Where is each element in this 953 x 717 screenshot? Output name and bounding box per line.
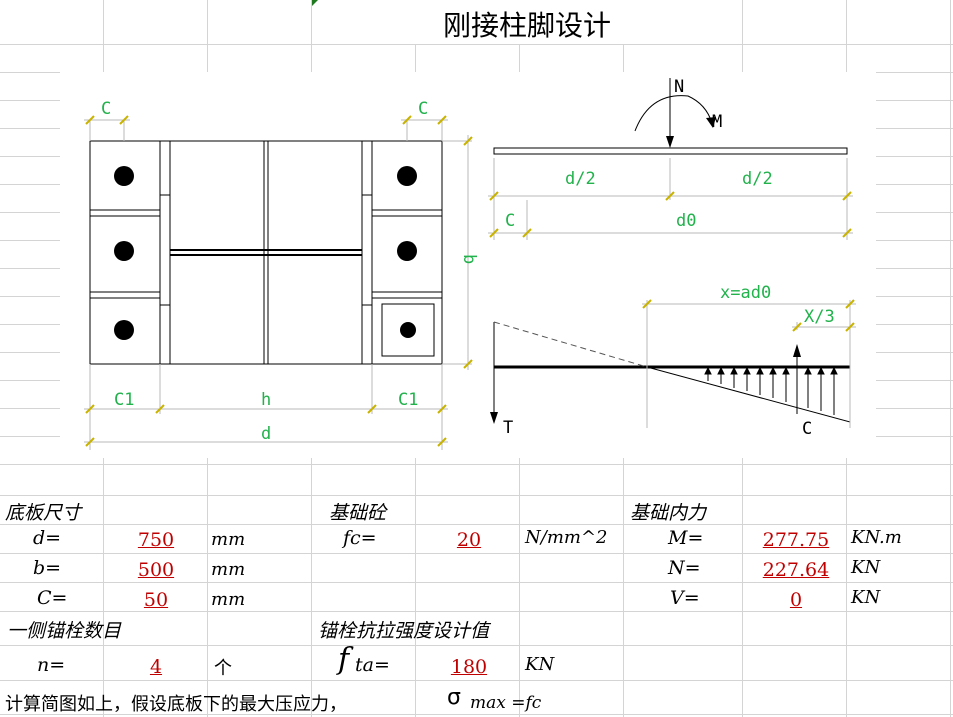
anchor-bolt xyxy=(114,166,134,186)
base-plate-elevation xyxy=(493,147,848,155)
flange-plate xyxy=(361,194,373,306)
gridline xyxy=(950,0,951,717)
force-label-c: C xyxy=(802,419,812,439)
concrete-fc-unit: N/mm^2 xyxy=(525,527,608,548)
base-plate-c-label: C= xyxy=(37,587,68,609)
cell-corner-marker xyxy=(312,0,318,6)
sigma-subscript: max =fc xyxy=(470,693,542,713)
page-title: 刚接柱脚设计 xyxy=(442,9,611,42)
elevation-dimension-ticks xyxy=(489,191,852,238)
dim-label-c1-left: C1 xyxy=(114,390,134,410)
sigma-symbol: σ xyxy=(447,685,461,710)
concrete-fc-value[interactable]: 20 xyxy=(456,529,482,551)
force-label-t: T xyxy=(503,418,513,438)
gridline xyxy=(0,714,953,715)
anchor-strength-unit: KN xyxy=(525,654,555,675)
anchors-n-value[interactable]: 4 xyxy=(149,656,163,678)
base-plate-d-label: d= xyxy=(33,527,62,549)
anchor-strength-label: ta= xyxy=(355,654,390,676)
dim-label-h: h xyxy=(261,390,271,410)
base-plate-plan xyxy=(89,140,443,365)
concrete-fc-label: fc= xyxy=(343,527,377,549)
force-n-unit: KN xyxy=(851,557,881,578)
gridline xyxy=(0,464,953,465)
force-n-value[interactable]: 227.64 xyxy=(762,559,830,581)
moment-arc xyxy=(634,95,713,132)
base-plate-d-value[interactable]: 750 xyxy=(137,529,175,551)
anchors-n-label: n= xyxy=(37,654,66,676)
dim-label-d0: d0 xyxy=(676,211,696,231)
plan-dimension-lines xyxy=(84,119,472,450)
anchor-strength-f-symbol: f xyxy=(338,642,350,677)
gridline xyxy=(0,553,953,554)
force-v-label: V= xyxy=(670,587,700,609)
base-plate-d-unit: mm xyxy=(211,529,246,550)
stress-dimension-ticks xyxy=(642,299,855,332)
base-plate-c-value[interactable]: 50 xyxy=(143,589,169,611)
internal-forces-heading: 基础内力 xyxy=(630,502,707,524)
gridline xyxy=(0,44,953,45)
anchor-strength-value[interactable]: 180 xyxy=(450,656,488,678)
anchor-washer xyxy=(381,303,435,357)
tension-stress-line xyxy=(493,321,648,368)
force-v-value[interactable]: 0 xyxy=(789,589,803,611)
anchor-bolt xyxy=(114,241,134,261)
dim-label-c1-right: C1 xyxy=(398,390,418,410)
flange-plate xyxy=(159,194,171,306)
gridline xyxy=(0,524,953,525)
plan-dimension-ticks xyxy=(85,115,473,447)
dim-label-x: x=ad0 xyxy=(720,283,771,303)
dim-label-x3: X/3 xyxy=(804,307,835,327)
dim-label-d2-left: d/2 xyxy=(565,169,596,189)
assumption-note: 计算简图如上，假设底板下的最大压应力， xyxy=(5,694,347,715)
gridline xyxy=(0,582,953,583)
elevation-view: N M xyxy=(493,77,848,155)
compression-triangle xyxy=(646,366,851,423)
gridline xyxy=(0,680,953,681)
gridline xyxy=(0,645,953,646)
anchor-bolts xyxy=(114,166,417,340)
dim-label-d2-right: d/2 xyxy=(742,169,773,189)
base-plate-b-unit: mm xyxy=(211,559,246,580)
anchor-bolt xyxy=(397,166,417,186)
force-m-unit: KN.m xyxy=(851,527,902,548)
dim-label-c-left: C xyxy=(101,99,111,119)
gridline xyxy=(0,495,953,496)
dim-label-c-elev: C xyxy=(505,211,515,231)
base-plate-c-unit: mm xyxy=(211,589,246,610)
pressure-arrows xyxy=(704,366,838,415)
force-m-value[interactable]: 277.75 xyxy=(762,529,830,551)
force-v-unit: KN xyxy=(851,587,881,608)
anchor-strength-heading: 锚栓抗拉强度设计值 xyxy=(318,620,490,642)
anchor-bolt xyxy=(114,320,134,340)
dim-label-d: d xyxy=(261,424,271,444)
elevation-dimension-lines xyxy=(488,158,853,240)
force-n-label: N= xyxy=(668,557,701,579)
gridline xyxy=(0,611,953,612)
dim-label-c-right: C xyxy=(418,99,428,119)
force-m-label: M= xyxy=(668,527,704,549)
anchors-heading: 一侧锚栓数目 xyxy=(7,620,122,642)
anchor-bolt xyxy=(400,322,416,338)
anchor-bolt xyxy=(397,241,417,261)
title-cell[interactable] xyxy=(312,0,742,44)
load-label-n: N xyxy=(674,77,684,97)
base-plate-outline xyxy=(89,140,443,365)
base-plate-heading: 底板尺寸 xyxy=(5,502,82,524)
load-label-m: M xyxy=(712,112,722,132)
stress-diagram xyxy=(490,300,856,428)
base-plate-b-label: b= xyxy=(33,557,62,579)
base-plate-b-value[interactable]: 500 xyxy=(137,559,175,581)
anchors-n-unit: 个 xyxy=(214,658,232,679)
concrete-heading: 基础砼 xyxy=(329,502,387,524)
dim-label-b: b xyxy=(459,254,479,264)
